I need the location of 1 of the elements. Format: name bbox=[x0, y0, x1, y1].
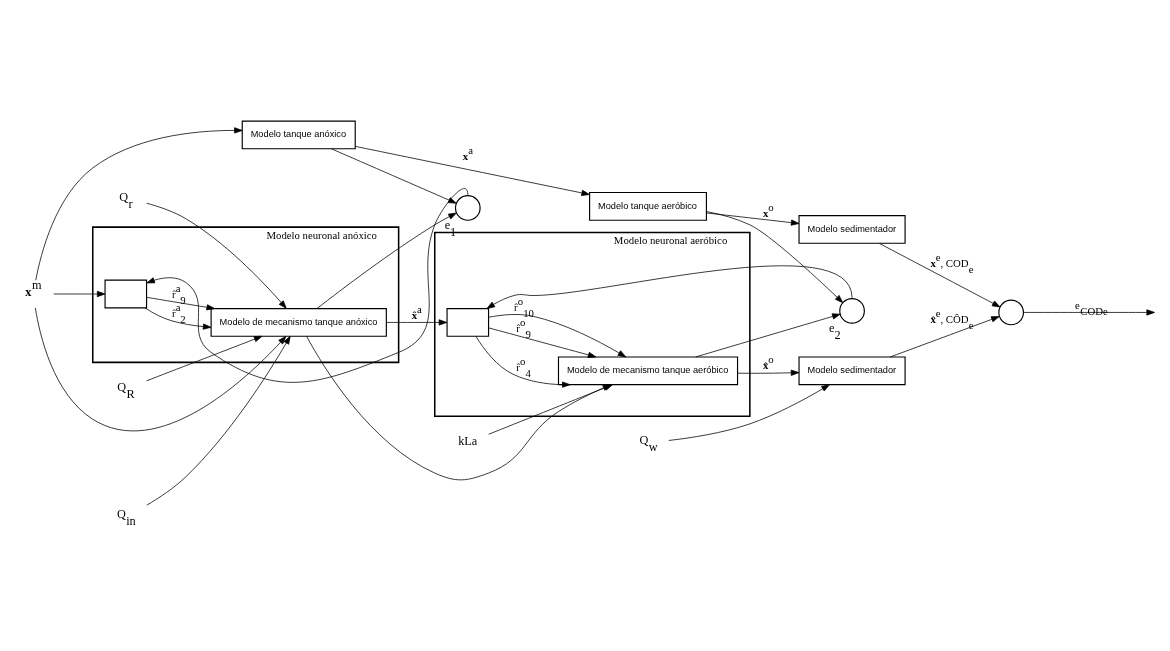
node-text: kLa bbox=[458, 434, 478, 449]
